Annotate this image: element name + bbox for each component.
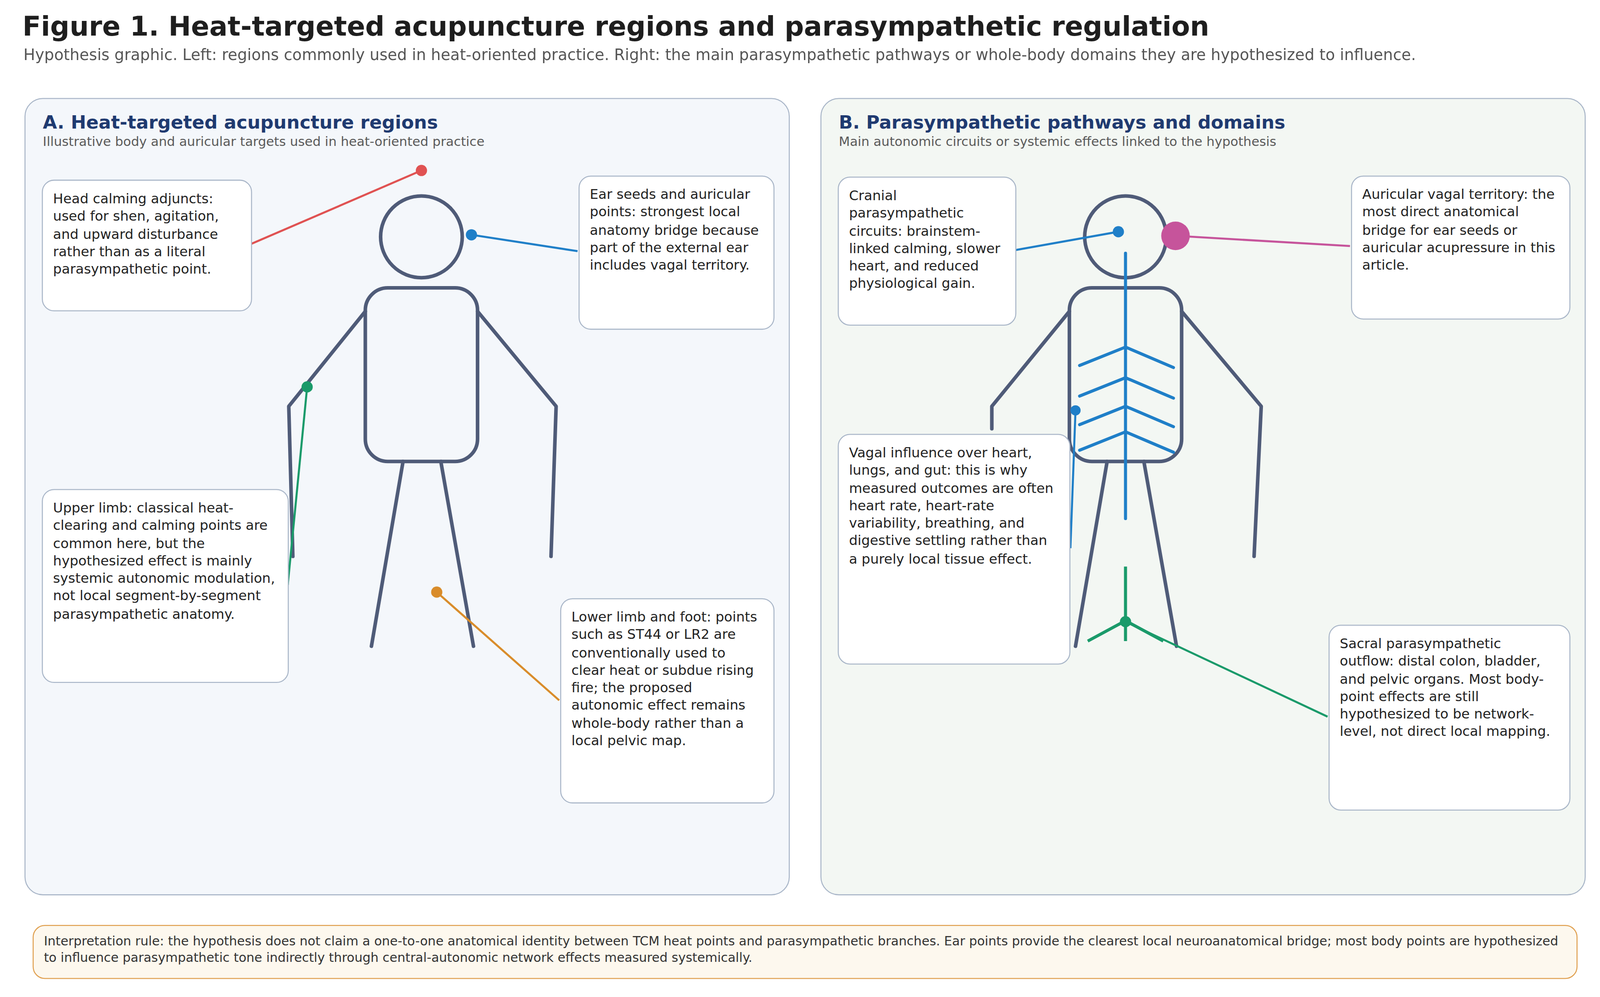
callout-text: Sacral parasympathetic outflow: distal c… — [1339, 634, 1560, 741]
panel-subtitle: Illustrative body and auricular targets … — [42, 133, 772, 151]
callout-text: Auricular vagal territory: the most dire… — [1362, 185, 1560, 274]
panel-heading: B. Parasympathetic pathways and domains — [838, 111, 1568, 134]
panel-subtitle: Main autonomic circuits or systemic effe… — [838, 133, 1568, 151]
callout-box: Lower limb and foot: points such as ST44… — [560, 598, 775, 804]
callout-box: Head calming adjuncts: used for shen, ag… — [41, 179, 253, 312]
callout-text: Cranial parasympathetic circuits: brains… — [848, 186, 1006, 293]
note-box: Interpretation rule: the hypothesis does… — [32, 924, 1578, 979]
note-text: Interpretation rule: the hypothesis does… — [44, 932, 1567, 965]
panel: B. Parasympathetic pathways and domainsM… — [820, 97, 1586, 895]
figure-title: Figure 1. Heat-targeted acupuncture regi… — [22, 10, 1210, 42]
figure-caption: Hypothesis graphic. Left: regions common… — [23, 45, 1416, 65]
callout-text: Upper limb: classical heat-clearing and … — [52, 498, 278, 623]
callout-text: Ear seeds and auricular points: stronges… — [589, 185, 764, 274]
panel-heading: A. Heat-targeted acupuncture regions — [42, 111, 772, 134]
callout-text: Vagal influence over heart, lungs, and g… — [848, 443, 1060, 568]
callout-box: Auricular vagal territory: the most dire… — [1350, 175, 1571, 320]
callout-text: Head calming adjuncts: used for shen, ag… — [52, 189, 241, 278]
callout-box: Vagal influence over heart, lungs, and g… — [837, 433, 1071, 665]
callout-box: Cranial parasympathetic circuits: brains… — [837, 176, 1017, 326]
callout-box: Ear seeds and auricular points: stronges… — [578, 175, 775, 330]
callout-text: Lower limb and foot: points such as ST44… — [571, 608, 764, 750]
panel: A. Heat-targeted acupuncture regionsIllu… — [24, 97, 790, 895]
callout-box: Upper limb: classical heat-clearing and … — [41, 488, 289, 683]
callout-box: Sacral parasympathetic outflow: distal c… — [1328, 624, 1571, 811]
